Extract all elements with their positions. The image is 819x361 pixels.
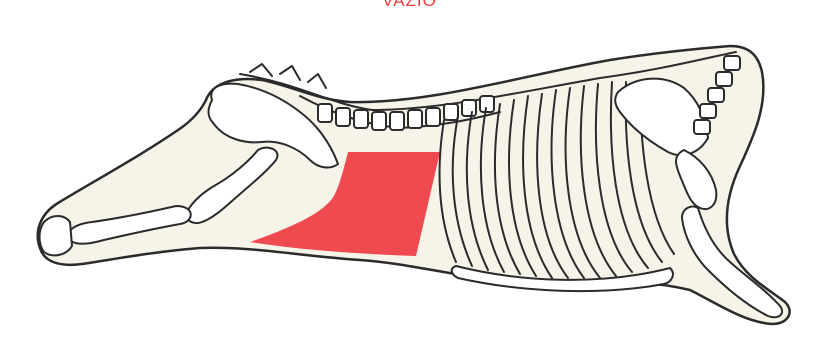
hind-hoof	[40, 216, 73, 255]
